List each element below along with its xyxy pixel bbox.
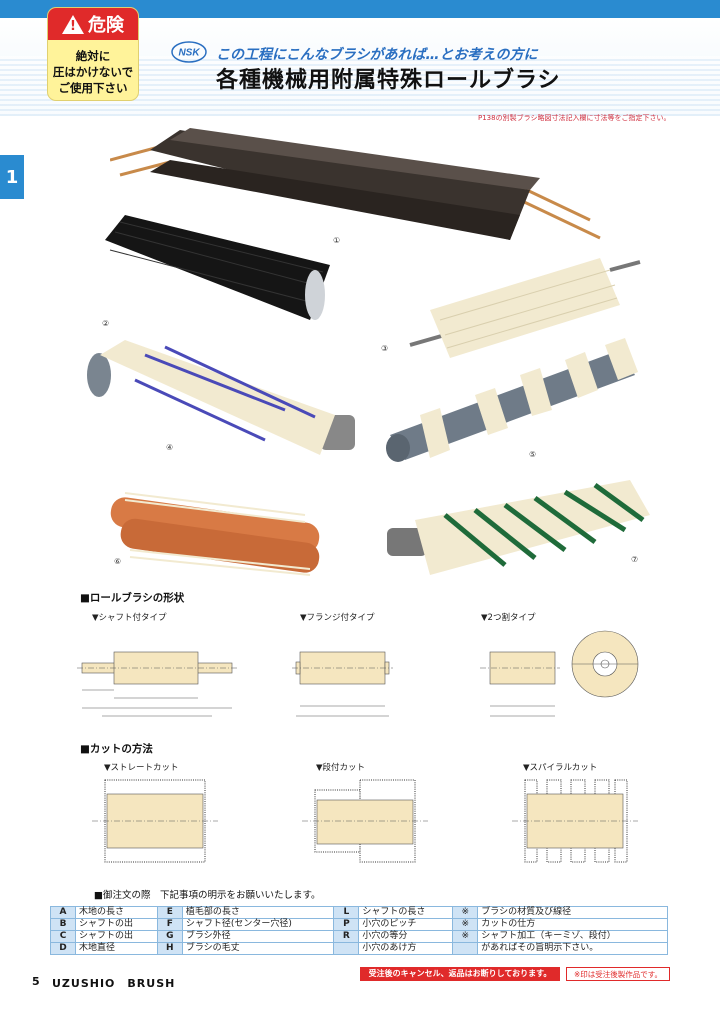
danger-line: 圧はかけないで: [52, 65, 134, 79]
danger-line: 絶対に: [75, 49, 111, 63]
spec-mark: ※: [452, 906, 479, 919]
danger-heading: ! 危険: [48, 8, 138, 40]
spec-key: L: [333, 906, 360, 919]
spec-value: カットの仕方: [477, 918, 668, 931]
danger-line: ご使用下さい: [58, 81, 128, 95]
spec-value: ブラシの材質及び線径: [477, 906, 668, 919]
order-instructions: ■御注文の際 下記事項の明示をお願いいたします。: [94, 890, 321, 901]
spec-value: 小穴の等分: [358, 930, 454, 943]
spec-key: [333, 942, 360, 955]
photo-label: ⑤: [529, 450, 537, 459]
spec-mark: ※: [452, 918, 479, 931]
page-subtitle: この工程にこんなブラシがあれば…とお考えの方に: [216, 47, 538, 63]
cut-type-straight: ▼ストレートカット: [104, 763, 179, 773]
spec-key: F: [156, 918, 183, 931]
roll-brush-photo-4: [87, 340, 355, 455]
spec-value: 小穴のあけ方: [358, 942, 454, 955]
page-number: 5: [32, 975, 40, 988]
danger-message: 絶対に 圧はかけないで ご使用下さい: [48, 40, 138, 96]
roll-brush-photo-7: [387, 480, 650, 575]
photo-label: ④: [166, 443, 174, 452]
roll-brush-photo-5: [386, 338, 638, 462]
spec-mark: [452, 942, 479, 955]
spec-value: ブラシ外径: [181, 930, 335, 943]
split-type-diagram: [480, 630, 639, 717]
shape-type-split: ▼2つ割タイプ: [481, 613, 536, 623]
spec-key: C: [50, 930, 76, 943]
spec-key: E: [156, 906, 183, 919]
brand-name: UZUSHIO BRUSH: [52, 977, 176, 990]
shape-section-heading: ■ロールブラシの形状: [80, 592, 185, 604]
spec-value: 植毛部の長さ: [181, 906, 335, 919]
nsk-logo: NSK: [171, 41, 207, 63]
photo-label: ⑥: [114, 557, 122, 566]
photo-label: ⑦: [631, 555, 639, 564]
spec-value: 木地の長さ: [75, 906, 158, 919]
spec-key: A: [50, 906, 76, 919]
stepped-cut-diagram: [302, 779, 428, 863]
chapter-tab: 1: [0, 155, 24, 199]
spec-value: ブラシの毛丈: [181, 942, 335, 955]
roll-brush-photo-1: [110, 128, 601, 240]
warning-triangle-icon: !: [62, 14, 84, 34]
spec-value: シャフト加工（キーミゾ、段付）: [477, 930, 668, 943]
spec-mark: ※: [452, 930, 479, 943]
danger-warning-box: ! 危険 絶対に 圧はかけないで ご使用下さい: [48, 8, 138, 100]
spec-value: 小穴のピッチ: [358, 918, 454, 931]
shaft-type-diagram: [77, 651, 237, 717]
spec-value: 木地直径: [75, 942, 158, 955]
page-title: 各種機械用附属特殊ロールブラシ: [216, 68, 561, 93]
spec-value: があればその旨明示下さい。: [477, 942, 668, 955]
roll-brush-photo-3: [409, 258, 641, 358]
spec-key: G: [156, 930, 183, 943]
shape-type-shaft: ▼シャフト付タイプ: [92, 613, 167, 623]
spec-key: R: [333, 930, 360, 943]
spec-value: シャフトの出: [75, 918, 158, 931]
logo-text: NSK: [178, 48, 200, 59]
spec-key: B: [50, 918, 76, 931]
straight-cut-diagram: [92, 779, 218, 863]
top-color-strip: [0, 0, 720, 18]
shape-type-flange: ▼フランジ付タイプ: [300, 613, 375, 623]
photo-label: ②: [102, 319, 110, 328]
photo-label: ③: [381, 344, 389, 353]
spiral-cut-diagram: [512, 779, 638, 863]
spec-value: シャフトの出: [75, 930, 158, 943]
cut-section-heading: ■カットの方法: [80, 743, 153, 755]
reference-note: P138の別製ブラシ略図寸法記入欄に寸法等をご指定下さい。: [478, 114, 671, 122]
roll-brush-photo-6: [110, 492, 320, 576]
roll-brush-photo-2: [105, 215, 330, 320]
spec-value: シャフト径(センター穴径): [181, 918, 335, 931]
cut-type-stepped: ▼段付カット: [316, 763, 366, 773]
photo-label: ①: [333, 236, 341, 245]
spec-key: P: [333, 918, 360, 931]
spec-key: H: [156, 942, 183, 955]
cancellation-notice: 受注後のキャンセル、返品はお断りしております。: [360, 967, 560, 981]
flange-type-diagram: [292, 651, 393, 717]
danger-title: 危険: [88, 15, 124, 36]
cut-type-spiral: ▼スパイラルカット: [523, 763, 598, 773]
made-to-order-notice: ※印は受注後製作品です。: [566, 967, 670, 981]
spec-value: シャフトの長さ: [358, 906, 454, 919]
spec-key: D: [50, 942, 76, 955]
